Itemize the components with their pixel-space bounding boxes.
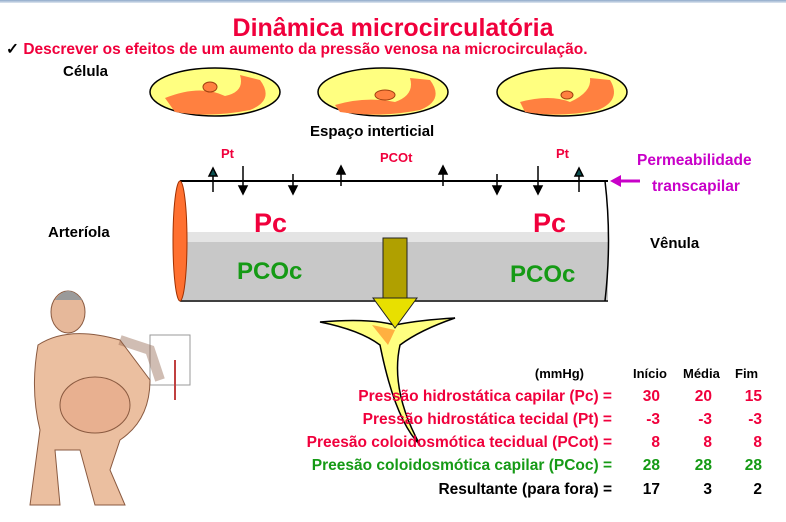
filtration-arrow: [372, 237, 418, 329]
slide-title: Dinâmica microcirculatória: [232, 14, 554, 42]
value-inicio: 28: [642, 457, 660, 474]
pcot-label: PCOt: [380, 150, 413, 165]
row-label: Preesão coloidosmótica capilar (PCoc) =: [311, 457, 612, 474]
cell-label: Célula: [63, 63, 109, 80]
row-label: Pressão hidrostática capilar (Pc) =: [358, 388, 612, 405]
table-row-pc: Pressão hidrostática capilar (Pc) = 30 2…: [200, 388, 770, 410]
value-inicio: 8: [651, 434, 660, 451]
pcoc-label-left: PCOc: [237, 258, 303, 285]
pc-label-left: Pc: [254, 208, 288, 238]
venule-label: Vênula: [650, 235, 700, 252]
flux-arrows: [207, 164, 585, 196]
value-fim: 15: [744, 388, 762, 405]
permeability-label-1: Permeabilidade: [637, 152, 752, 169]
row-label: Resultante (para fora) =: [438, 481, 612, 498]
value-inicio: 17: [642, 481, 660, 498]
permeability-label-2: transcapilar: [652, 178, 740, 195]
table-row-resultante: Resultante (para fora) = 17 3 2: [200, 481, 770, 503]
value-media: 8: [703, 434, 712, 451]
arteriole-label: Arteríola: [48, 224, 110, 241]
row-label: Preesão coloidosmótica tecidual (PCot) =: [306, 434, 612, 451]
table-row-pcot: Preesão coloidosmótica tecidual (PCot) =…: [200, 434, 770, 456]
cell-1: [149, 67, 281, 117]
value-inicio: 30: [642, 388, 660, 405]
value-media: 3: [703, 481, 712, 498]
row-label: Pressão hidrostática tecidal (Pt) =: [362, 411, 612, 428]
value-media: 20: [694, 388, 712, 405]
value-fim: 8: [753, 434, 762, 451]
pcoc-label-right: PCOc: [510, 261, 576, 288]
interstitial-label: Espaço interticial: [310, 123, 435, 140]
check-icon: ✓: [6, 41, 19, 58]
value-media: -3: [698, 411, 712, 428]
cell-2: [317, 67, 449, 117]
pc-label-right: Pc: [533, 208, 567, 238]
table-row-pt: Pressão hidrostática tecidal (Pt) = -3 -…: [200, 411, 770, 433]
col-header-inicio: Início: [633, 366, 667, 381]
value-inicio: -3: [646, 411, 660, 428]
value-fim: -3: [748, 411, 762, 428]
col-header-media: Média: [683, 366, 720, 381]
table-header: (mmHg) Início Média Fim: [200, 366, 770, 388]
permeability-arrow: [610, 175, 640, 187]
top-border: [0, 0, 786, 3]
value-media: 28: [694, 457, 712, 474]
value-fim: 2: [753, 481, 762, 498]
pt-label-left: Pt: [221, 146, 234, 161]
unit-label: (mmHg): [534, 366, 584, 381]
table-row-pcoc: Preesão coloidosmótica capilar (PCoc) = …: [200, 457, 770, 479]
cell-3: [496, 67, 628, 117]
pt-label-right: Pt: [556, 146, 569, 161]
value-fim: 28: [744, 457, 762, 474]
patient-illustration: [29, 290, 191, 506]
subtitle: ✓ Descrever os efeitos de um aumento da …: [6, 40, 588, 59]
col-header-fim: Fim: [735, 366, 759, 381]
subtitle-text: Descrever os efeitos de um aumento da pr…: [23, 41, 588, 58]
